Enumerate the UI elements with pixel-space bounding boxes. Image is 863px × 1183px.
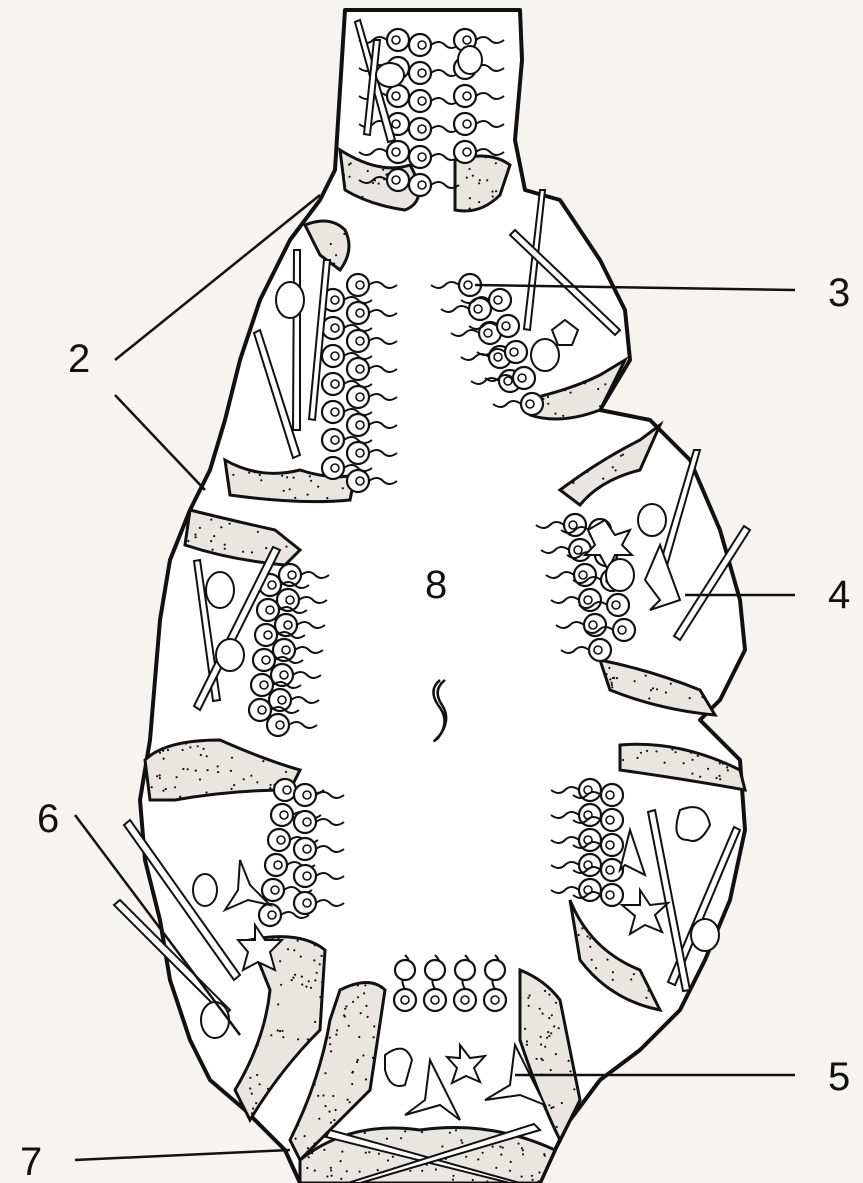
label-2: 2 [68, 337, 90, 381]
label-5: 5 [828, 1055, 850, 1099]
label-7: 7 [20, 1140, 42, 1183]
label-8: 8 [425, 563, 447, 607]
label-6: 6 [37, 797, 59, 841]
label-3: 3 [828, 271, 850, 315]
label-4: 4 [828, 573, 850, 617]
